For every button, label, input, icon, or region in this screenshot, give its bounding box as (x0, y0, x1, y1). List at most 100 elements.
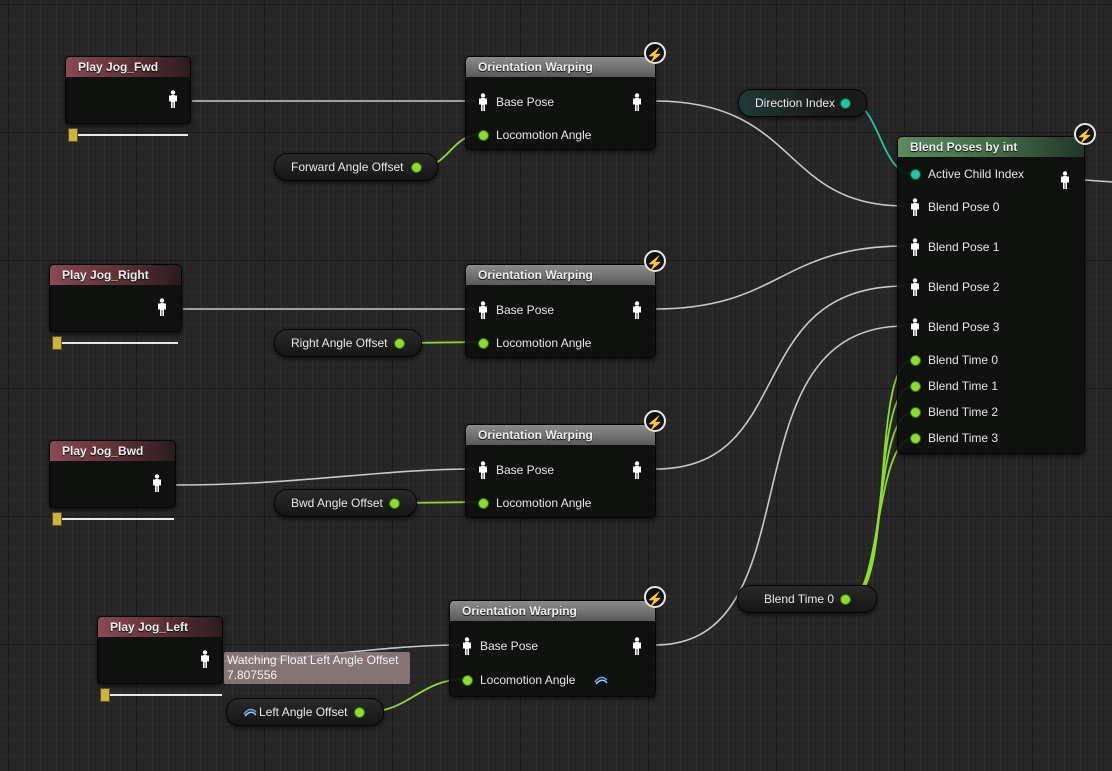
pose-output-icon[interactable] (632, 461, 642, 479)
pin-label: Active Child Index (928, 167, 1025, 181)
pose-figure-icon[interactable] (910, 318, 920, 336)
watch-eye-icon (594, 676, 608, 685)
orientation-warping-node-4[interactable]: Orientation Warping Base Pose Locomotion… (449, 600, 656, 697)
watch-value: 7.807556 (227, 668, 278, 682)
blend-time-variable[interactable]: Blend Time 0 (737, 585, 877, 613)
pose-output-icon[interactable] (632, 637, 642, 655)
float-pin-dot[interactable] (910, 407, 921, 418)
pin-label: Locomotion Angle (496, 128, 592, 142)
variable-label: Blend Time 0 (764, 592, 835, 606)
slider-thumb[interactable] (68, 128, 78, 142)
orientation-warping-node-1[interactable]: Orientation Warping Base Pose Locomotion… (465, 56, 656, 150)
pin-label: Blend Pose 3 (928, 320, 1000, 334)
watch-eye-icon (243, 708, 257, 717)
pin-label: Blend Time 1 (928, 379, 999, 393)
orientation-warping-node-3[interactable]: Orientation Warping Base Pose Locomotion… (465, 424, 656, 518)
float-output-pin[interactable] (354, 707, 365, 718)
pose-figure-icon[interactable] (478, 301, 488, 319)
variable-label: Direction Index (755, 96, 836, 110)
pin-label: Blend Pose 1 (928, 240, 1000, 254)
variable-label: Left Angle Offset (259, 705, 348, 719)
pin-label: Blend Time 2 (928, 405, 999, 419)
pin-label: Base Pose (496, 95, 555, 109)
float-pin-dot[interactable] (478, 130, 489, 141)
play-node-title: Play Jog_Right (50, 265, 181, 285)
float-pin-dot[interactable] (462, 675, 473, 686)
wire-warp2-blend1 (654, 245, 906, 310)
int-pin-dot[interactable] (910, 169, 921, 180)
float-pin-dot[interactable] (910, 381, 921, 392)
orientation-warping-node-2[interactable]: Orientation Warping Base Pose Locomotion… (465, 264, 656, 358)
lightning-bolt-icon: ⚡ (644, 586, 666, 608)
wire-blend-output (1084, 179, 1112, 183)
pose-figure-icon[interactable] (478, 461, 488, 479)
play-node-right[interactable]: Play Jog_Right (49, 264, 182, 332)
play-node-bwd[interactable]: Play Jog_Bwd (49, 440, 176, 508)
play-position-slider[interactable] (54, 518, 174, 520)
watch-value-tooltip: Watching Float Left Angle Offset 7.80755… (224, 652, 410, 684)
play-node-fwd[interactable]: Play Jog_Fwd (65, 56, 191, 124)
warp-node-title: Orientation Warping (450, 601, 655, 621)
play-position-slider[interactable] (54, 342, 178, 344)
pose-figure-icon[interactable] (200, 650, 210, 668)
right-angle-offset-variable[interactable]: Right Angle Offset (274, 329, 422, 357)
pose-output-icon[interactable] (632, 301, 642, 319)
variable-label: Forward Angle Offset (291, 160, 404, 174)
pose-figure-icon[interactable] (462, 637, 472, 655)
pin-label: Base Pose (496, 463, 555, 477)
pin-label: Locomotion Angle (496, 496, 592, 510)
pose-figure-icon[interactable] (157, 298, 167, 316)
watch-label: Watching Float Left Angle Offset (227, 653, 399, 667)
play-node-left[interactable]: Play Jog_Left (97, 616, 223, 684)
left-angle-offset-variable[interactable]: Left Angle Offset (226, 698, 384, 726)
forward-angle-offset-variable[interactable]: Forward Angle Offset (274, 153, 438, 181)
slider-thumb[interactable] (100, 688, 110, 702)
play-position-slider[interactable] (70, 134, 188, 136)
wire-bwd-pose (175, 468, 477, 486)
pin-label: Blend Time 0 (928, 353, 999, 367)
pose-figure-icon[interactable] (910, 278, 920, 296)
pose-figure-icon[interactable] (478, 93, 488, 111)
float-pin-dot[interactable] (910, 433, 921, 444)
lightning-bolt-icon: ⚡ (1074, 123, 1096, 145)
float-output-pin[interactable] (389, 498, 400, 509)
variable-label: Right Angle Offset (291, 336, 388, 350)
lightning-bolt-icon: ⚡ (644, 250, 666, 272)
play-position-slider[interactable] (102, 694, 222, 696)
pose-figure-icon[interactable] (910, 198, 920, 216)
pin-label: Base Pose (496, 303, 555, 317)
float-output-pin[interactable] (840, 594, 851, 605)
wire-blendtime-3 (849, 437, 914, 600)
pin-label: Blend Pose 0 (928, 200, 1000, 214)
warp-node-title: Orientation Warping (466, 57, 655, 77)
warp-node-title: Orientation Warping (466, 265, 655, 285)
blend-node-title: Blend Poses by int (898, 137, 1084, 157)
play-node-title: Play Jog_Bwd (50, 441, 175, 461)
wire-warp3-blend2 (654, 285, 906, 470)
pose-figure-icon[interactable] (152, 474, 162, 492)
float-pin-dot[interactable] (478, 338, 489, 349)
pose-figure-icon[interactable] (910, 238, 920, 256)
float-pin-dot[interactable] (910, 355, 921, 366)
warp-node-title: Orientation Warping (466, 425, 655, 445)
float-output-pin[interactable] (411, 162, 422, 173)
pin-label: Base Pose (480, 639, 539, 653)
float-output-pin[interactable] (394, 338, 405, 349)
direction-index-variable[interactable]: Direction Index (738, 89, 867, 117)
lightning-bolt-icon: ⚡ (644, 42, 666, 64)
slider-thumb[interactable] (52, 336, 62, 350)
pose-figure-icon[interactable] (168, 90, 178, 108)
bwd-angle-offset-variable[interactable]: Bwd Angle Offset (274, 489, 417, 517)
pin-label: Locomotion Angle (480, 673, 576, 687)
play-node-title: Play Jog_Fwd (66, 57, 190, 77)
slider-thumb[interactable] (52, 512, 62, 526)
int-output-pin[interactable] (840, 98, 851, 109)
pose-output-icon[interactable] (632, 93, 642, 111)
float-pin-dot[interactable] (478, 498, 489, 509)
pin-label: Blend Pose 2 (928, 280, 1000, 294)
lightning-bolt-icon: ⚡ (644, 410, 666, 432)
variable-label: Bwd Angle Offset (291, 496, 383, 510)
blend-poses-by-int-node[interactable]: Blend Poses by int Active Child Index Bl… (897, 136, 1085, 454)
pose-output-icon[interactable] (1060, 171, 1070, 189)
play-node-title: Play Jog_Left (98, 617, 222, 637)
